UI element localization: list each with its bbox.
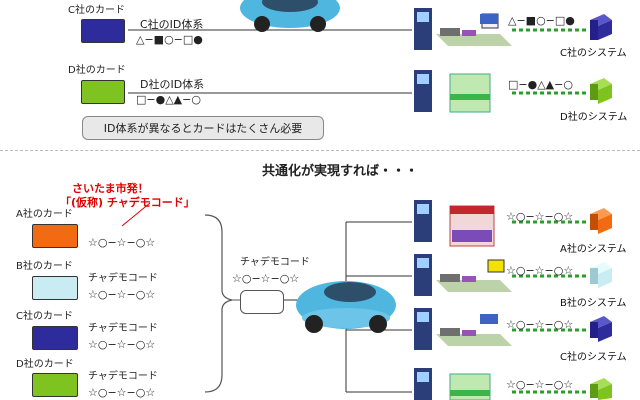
system-label: D社のシステム <box>560 112 628 123</box>
common-card-outline <box>240 290 284 314</box>
charger-icon <box>414 200 495 247</box>
notice-box: ID体系が異なるとカードはたくさん必要 <box>82 116 324 140</box>
system-label: A社のシステム <box>560 244 627 255</box>
card-sub-label: チャデモコード <box>88 371 158 382</box>
system-cube-icon <box>590 262 612 288</box>
card-swatch <box>81 80 125 104</box>
card-swatch <box>32 224 78 248</box>
card-sub-label: チャデモコード <box>88 273 158 284</box>
system-cube-icon <box>590 208 612 234</box>
system-label: C社のシステム <box>560 352 627 363</box>
card-code: ☆○−☆−○☆ <box>88 338 156 351</box>
charger-icon <box>414 254 512 296</box>
link-code: ☆○−☆−○☆ <box>506 210 574 223</box>
car-icon <box>240 0 340 32</box>
system-cube-icon <box>590 316 612 342</box>
card-code: ☆○−☆−○☆ <box>88 386 156 399</box>
system-label: C社のシステム <box>560 48 627 59</box>
common-code: ☆○−☆−○☆ <box>232 272 300 285</box>
card-label: C社のカード <box>68 5 125 16</box>
common-code-label: チャデモコード <box>240 257 310 268</box>
card-label: D社のカード <box>68 65 126 76</box>
system-cube-icon <box>590 78 612 104</box>
callout-pointer <box>121 202 151 227</box>
card-label: C社のカード <box>16 311 73 322</box>
card-swatch <box>32 326 78 350</box>
card-swatch <box>32 373 78 397</box>
card-label: A社のカード <box>16 209 73 220</box>
card-label: D社のカード <box>16 359 74 370</box>
system-cube-icon <box>590 378 612 400</box>
link-code: ☆○−☆−○☆ <box>506 264 574 277</box>
card-label: B社のカード <box>16 261 73 272</box>
link-code: □−●△▲−○ <box>508 78 573 91</box>
id-code: △−■○−□● <box>136 33 203 46</box>
brace <box>204 214 233 393</box>
charger-icon <box>414 368 491 400</box>
card-swatch <box>32 276 78 300</box>
link-code: ☆○−☆−○☆ <box>506 318 574 331</box>
link-code: ☆○−☆−○☆ <box>506 378 574 391</box>
system-label: B社のシステム <box>560 298 627 309</box>
charger-icon <box>414 70 491 113</box>
link-code: △−■○−□● <box>508 14 575 27</box>
callout-line1: さいたま市発！ <box>72 182 149 195</box>
section-divider <box>0 150 640 155</box>
charger-icon <box>414 8 512 50</box>
id-system-label: D社のID体系 <box>140 78 205 91</box>
headline: 共通化が実現すれば・・・ <box>262 164 419 179</box>
car-icon <box>296 281 396 333</box>
charger-icon <box>414 308 512 350</box>
card-sub-label: チャデモコード <box>88 323 158 334</box>
id-code: □−●△▲−○ <box>136 93 201 106</box>
callout-line2: 「(仮称) チャデモコード」 <box>60 196 195 209</box>
card-code: ☆○−☆−○☆ <box>88 288 156 301</box>
card-swatch <box>81 19 125 43</box>
card-code: ☆○−☆−○☆ <box>88 236 156 249</box>
id-system-label: C社のID体系 <box>140 18 204 31</box>
system-cube-icon <box>590 14 612 40</box>
